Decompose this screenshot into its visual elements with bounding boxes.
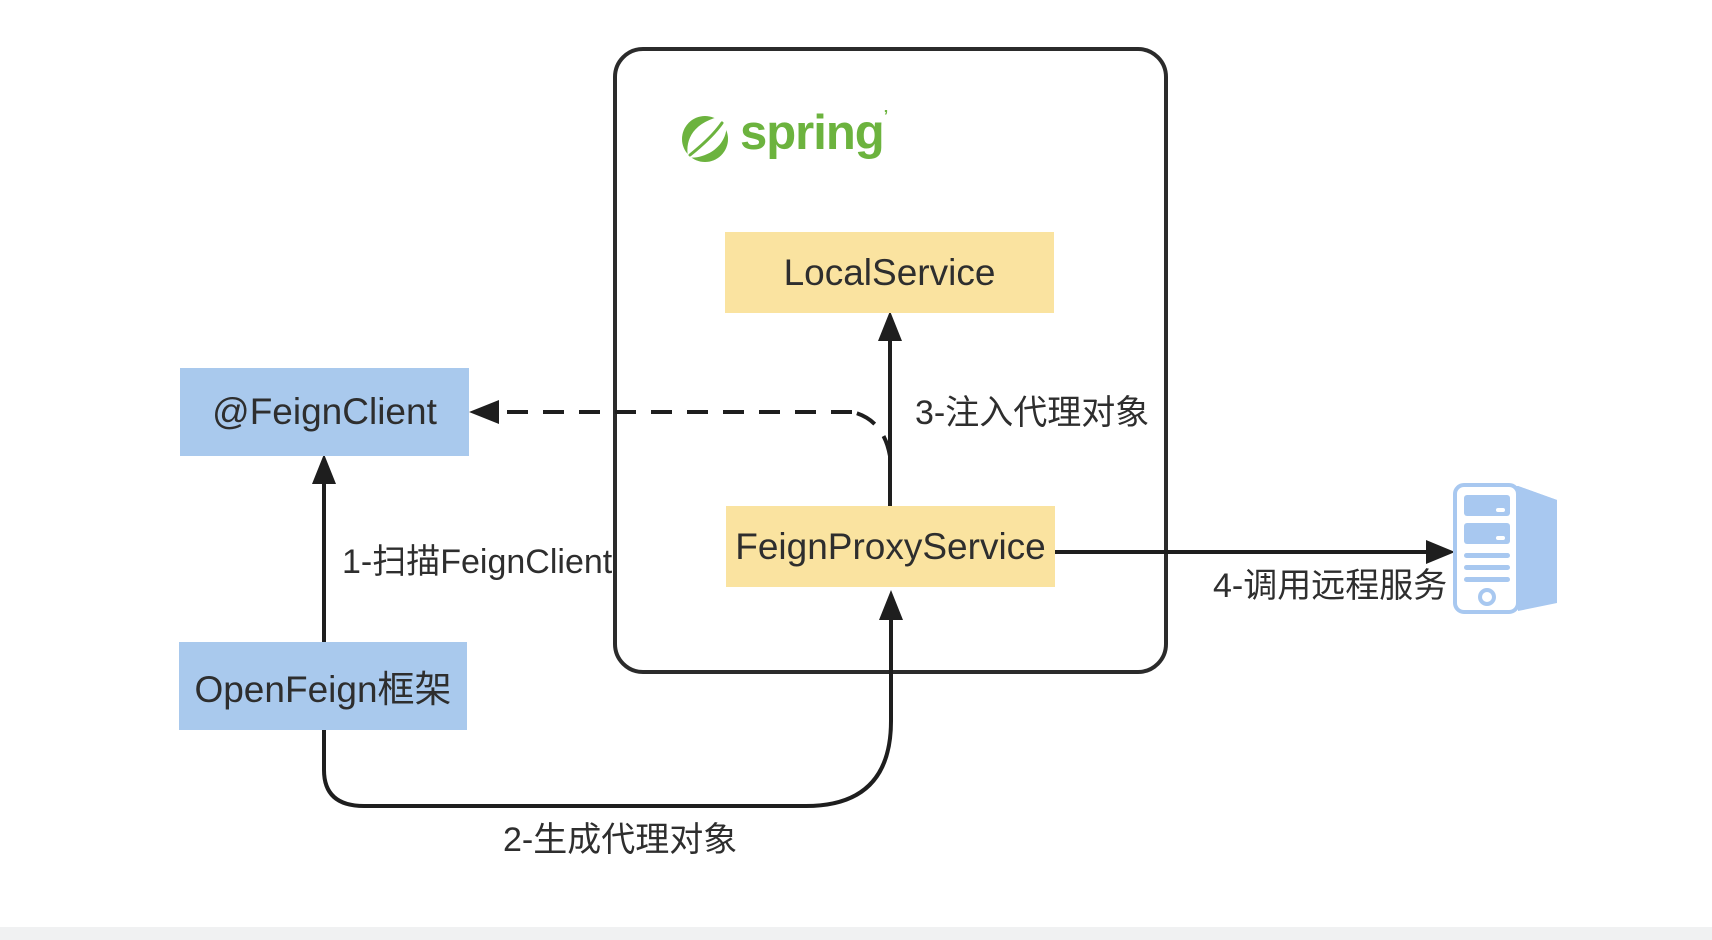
node-feign-proxy-service: FeignProxyService xyxy=(726,506,1055,587)
node-feign-client: @FeignClient xyxy=(180,368,469,456)
arrow-generate-proxy xyxy=(322,590,903,808)
bottom-strip xyxy=(0,927,1712,940)
arrow-inject-proxy xyxy=(878,311,902,506)
spring-leaf-icon xyxy=(682,116,728,162)
label-step3: 3-注入代理对象 xyxy=(915,394,1150,432)
node-feign-client-label: @FeignClient xyxy=(212,391,437,432)
spring-logo-word: spring xyxy=(740,106,885,160)
spring-logo-trademark: ’ xyxy=(883,108,889,125)
label-step1: 1-扫描FeignClient xyxy=(342,543,613,581)
arrow-scan-feignclient xyxy=(312,454,336,642)
label-step4: 4-调用远程服务 xyxy=(1213,567,1448,605)
node-open-feign-label: OpenFeign框架 xyxy=(194,669,452,710)
server-icon xyxy=(1453,483,1557,614)
label-step2: 2-生成代理对象 xyxy=(503,821,738,859)
node-local-service-label: LocalService xyxy=(783,251,996,293)
node-local-service: LocalService xyxy=(725,232,1054,313)
spring-logo-text: spring’ xyxy=(740,109,888,158)
dashed-arrow-to-feignclient xyxy=(469,400,892,457)
arrow-call-remote xyxy=(1055,540,1455,564)
node-open-feign: OpenFeign框架 xyxy=(179,642,467,730)
node-feign-proxy-service-label: FeignProxyService xyxy=(735,525,1046,567)
